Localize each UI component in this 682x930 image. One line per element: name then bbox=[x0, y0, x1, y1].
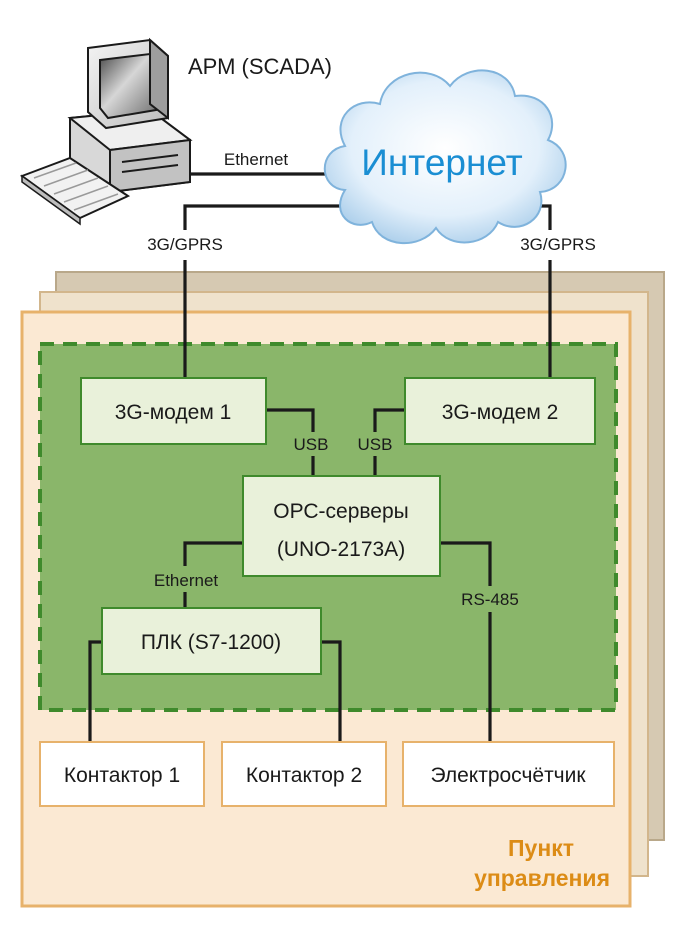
control-point-label-line1: Пункт bbox=[508, 835, 574, 861]
modem-2-label: 3G-модем 2 bbox=[442, 401, 559, 424]
gprs-left-label: 3G/GPRS bbox=[147, 235, 223, 254]
workstation-label: АРМ (SCADA) bbox=[188, 54, 332, 79]
gprs-right-label: 3G/GPRS bbox=[520, 235, 596, 254]
contactor-2-box: Контактор 2 bbox=[221, 741, 387, 807]
wire-ethernet-plc bbox=[183, 541, 243, 566]
ethernet-plc-label: Ethernet bbox=[154, 571, 219, 590]
usb-right-label: USB bbox=[358, 435, 393, 454]
rs485-label: RS-485 bbox=[461, 590, 519, 609]
contactor-1-box: Контактор 1 bbox=[39, 741, 205, 807]
contactor-1-label: Контактор 1 bbox=[64, 764, 180, 787]
modem-1-label: 3G-модем 1 bbox=[115, 401, 232, 424]
meter-label: Электросчётчик bbox=[430, 764, 586, 787]
plc-box: ПЛК (S7-1200) bbox=[101, 607, 322, 675]
wire-usb-left bbox=[266, 408, 315, 432]
control-point-label-line2: управления bbox=[474, 865, 610, 891]
internet-cloud-icon: Интернет bbox=[323, 69, 567, 244]
opc-server-label-line2: (UNO-2173A) bbox=[277, 538, 405, 561]
opc-server-label-line1: ОРС-серверы bbox=[273, 500, 409, 523]
workstation-computer-icon bbox=[19, 37, 193, 226]
modem-2-box: 3G-модем 2 bbox=[404, 377, 596, 445]
usb-left-label: USB bbox=[294, 435, 329, 454]
opc-server-box: ОРС-серверы (UNO-2173A) bbox=[242, 475, 441, 577]
wire-rs485 bbox=[440, 541, 492, 586]
internet-label: Интернет bbox=[361, 142, 522, 183]
modem-1-box: 3G-модем 1 bbox=[80, 377, 267, 445]
wire-contactor1 bbox=[88, 640, 102, 742]
wire-usb-right bbox=[373, 408, 405, 432]
plc-label: ПЛК (S7-1200) bbox=[141, 631, 281, 654]
contactor-2-label: Контактор 2 bbox=[246, 764, 362, 787]
ethernet-top-label: Ethernet bbox=[224, 150, 289, 169]
wire-gprs-left bbox=[183, 204, 355, 230]
meter-box: Электросчётчик bbox=[402, 741, 615, 807]
wire-contactor2 bbox=[321, 640, 342, 742]
